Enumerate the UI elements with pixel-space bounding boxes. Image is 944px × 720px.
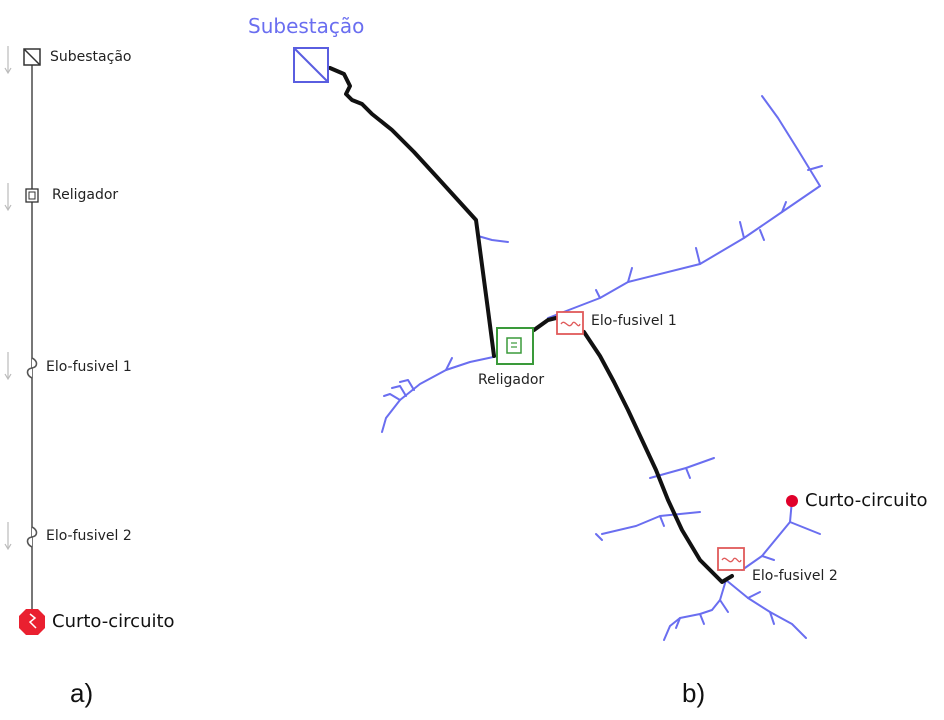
feeder-label-fuse-1: Elo-fusivel 1 bbox=[46, 359, 132, 375]
map-substation-icon bbox=[293, 47, 329, 83]
panel-a-feeder bbox=[4, 46, 45, 635]
feeder-label-fault: Curto-circuito bbox=[52, 611, 175, 632]
feeder-label-substation: Subestação bbox=[50, 49, 132, 65]
feeder-label-recloser: Religador bbox=[52, 187, 119, 203]
fault-path bbox=[328, 66, 734, 584]
recloser-icon bbox=[25, 188, 39, 203]
substation-icon bbox=[23, 48, 41, 66]
map-fuse-2-icon bbox=[717, 547, 745, 571]
fault-icon bbox=[19, 609, 45, 635]
fuse-icon bbox=[26, 526, 38, 548]
distribution-network bbox=[381, 95, 823, 641]
map-label-fuse-1: Elo-fusivel 1 bbox=[591, 313, 677, 329]
map-label-fuse-2: Elo-fusivel 2 bbox=[752, 568, 838, 584]
feeder-label-fuse-2: Elo-fusivel 2 bbox=[46, 528, 132, 544]
direction-arrows bbox=[4, 46, 12, 551]
map-fuse-1-icon bbox=[556, 311, 584, 335]
map-label-recloser: Religador bbox=[478, 372, 545, 388]
map-label-substation: Subestação bbox=[248, 14, 365, 38]
fuse-icon bbox=[26, 357, 38, 379]
map-recloser-icon bbox=[496, 327, 534, 365]
panel-b-caption: b) bbox=[682, 678, 706, 708]
panel-a-caption: a) bbox=[70, 678, 94, 708]
map-fault-icon bbox=[786, 495, 798, 507]
map-label-fault: Curto-circuito bbox=[805, 490, 928, 511]
